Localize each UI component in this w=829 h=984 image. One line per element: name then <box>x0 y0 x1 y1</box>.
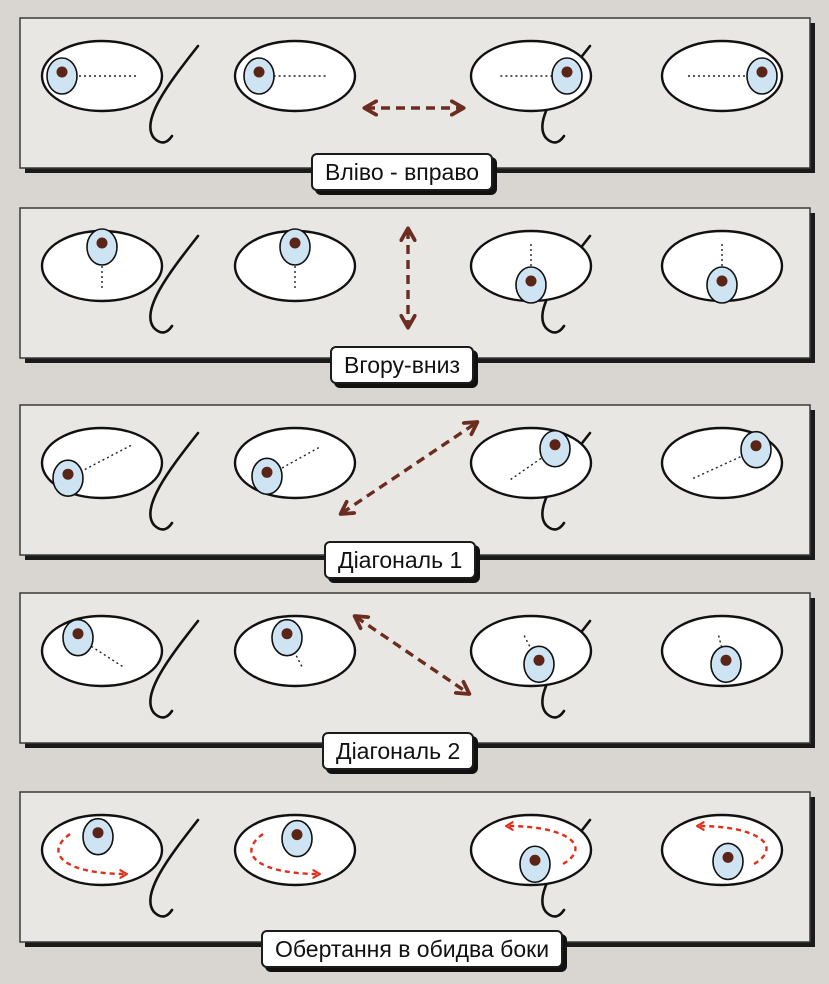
eye-1 <box>42 428 162 498</box>
eye-2 <box>235 815 355 885</box>
eye-1 <box>42 41 162 111</box>
pupil <box>550 439 561 450</box>
eye-2 <box>235 41 355 111</box>
exercise-panel-5 <box>20 792 815 947</box>
pupil <box>723 852 734 863</box>
eye-1 <box>42 229 162 301</box>
panel-label-4: Діагональ 2 <box>322 732 474 770</box>
eye-2 <box>235 616 355 686</box>
pupil <box>282 628 293 639</box>
eye-2 <box>235 229 355 301</box>
pupil <box>97 238 108 249</box>
eye-4 <box>662 231 782 303</box>
eye-1 <box>42 815 162 885</box>
eye-4 <box>662 41 782 111</box>
pupil <box>751 440 762 451</box>
panel-label-1: Вліво - вправо <box>311 153 493 191</box>
exercise-panel-2 <box>20 208 815 363</box>
panel-label-2: Вгору-вниз <box>330 346 474 384</box>
pupil <box>63 469 74 480</box>
exercise-panel-1 <box>20 18 815 173</box>
pupil <box>562 67 573 78</box>
eye-3 <box>471 41 591 111</box>
eye-outline <box>42 616 162 686</box>
pupil <box>530 855 541 866</box>
panel-label-3: Діагональ 1 <box>324 541 476 579</box>
pupil <box>721 655 732 666</box>
eye-3 <box>471 815 591 885</box>
eye-3 <box>471 616 591 686</box>
eye-4 <box>662 815 782 885</box>
pupil <box>290 238 301 249</box>
eye-3 <box>471 231 591 303</box>
pupil <box>73 628 84 639</box>
pupil <box>262 467 273 478</box>
pupil <box>757 67 768 78</box>
eye-1 <box>42 616 162 686</box>
eye-4 <box>662 428 782 498</box>
panel-label-5: Обертання в обидва боки <box>261 930 563 968</box>
eye-2 <box>235 428 355 498</box>
exercise-panel-4 <box>20 593 815 748</box>
pupil <box>57 67 68 78</box>
exercise-panel-3 <box>20 405 815 560</box>
pupil <box>534 655 545 666</box>
pupil <box>254 67 265 78</box>
eye-outline <box>235 428 355 498</box>
pupil <box>717 276 728 287</box>
pupil <box>526 276 537 287</box>
pupil <box>292 829 303 840</box>
eye-outline <box>471 428 591 498</box>
pupil <box>93 827 104 838</box>
eye-4 <box>662 616 782 686</box>
eye-3 <box>471 428 591 498</box>
